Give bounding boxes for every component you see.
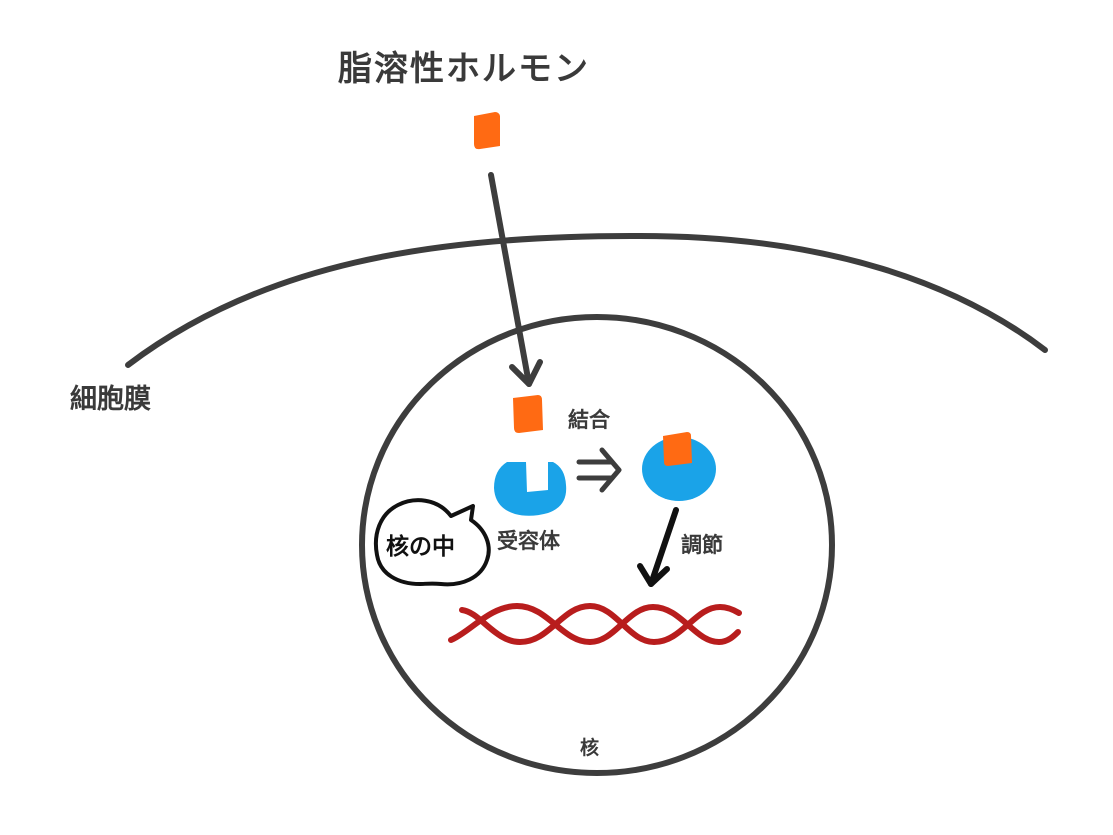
entry-arrow-head [509,359,543,387]
speech-bubble [374,498,491,587]
double-arrow-right-icon [576,447,622,493]
entry-arrow-shaft [488,172,532,387]
diagram-title: 脂溶性ホルモン [338,49,590,89]
binding-label: 結合 [568,408,610,432]
entry-arrow [488,172,543,387]
regulation-arrow [637,507,679,587]
receptor-label: 受容体 [497,529,560,553]
receptor-shape [494,462,567,516]
hormone-inside [513,395,543,433]
regulation-arrow-shaft [648,507,679,587]
regulation-label: 調節 [681,533,723,557]
cell-membrane-label: 細胞膜 [70,384,151,415]
regulation-arrow-head [637,563,670,587]
speech-bubble-label: 核の中 [386,534,455,560]
hormone-shape [474,112,500,150]
dna-strand-2 [459,602,742,646]
bound-receptor-complex [642,432,716,501]
cell-membrane-arc [125,232,1048,368]
bound-receptor-shape [642,437,716,501]
dna-helix [448,602,742,646]
dna-strand-1 [448,602,741,646]
nucleus-label: 核 [580,737,600,759]
nucleus-circle [359,314,835,776]
hormone-outside [474,112,500,150]
bound-hormone-shape [663,432,692,466]
